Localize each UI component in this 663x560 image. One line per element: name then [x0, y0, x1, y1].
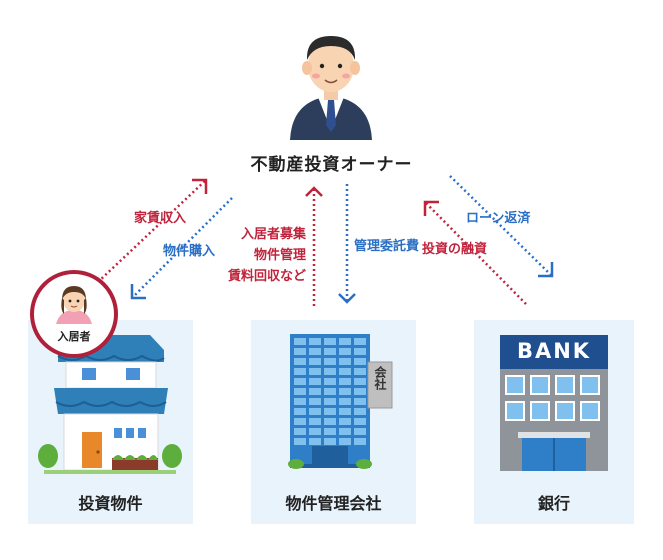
- label-property-purchase: 物件購入: [163, 244, 216, 259]
- building-sign: 会社: [368, 366, 392, 390]
- property-label: 投資物件: [78, 494, 143, 513]
- tenant-illustration: [56, 286, 92, 324]
- bank-label: 銀行: [537, 494, 570, 513]
- tenant-label: 入居者: [57, 330, 91, 343]
- label-loan-repayment: ローン返済: [466, 211, 531, 226]
- owner-title: 不動産投資オーナー: [250, 155, 413, 175]
- label-mgmt-services-1: 入居者募集: [240, 227, 306, 242]
- arrow-mgmt-fee: [338, 184, 356, 304]
- management-label: 物件管理会社: [285, 494, 382, 513]
- arrow-rent-income: [97, 178, 208, 283]
- arrow-mgmt-services: [305, 186, 323, 306]
- arrow-property-purchase: [130, 197, 233, 300]
- tenant-badge: 入居者: [30, 270, 118, 358]
- label-mgmt-services-3: 賃料回収など: [227, 269, 306, 284]
- arrow-loan-repayment: [449, 175, 554, 278]
- building-sign-text: 会社: [373, 366, 387, 390]
- bank-sign: BANK: [516, 339, 592, 363]
- label-mgmt-fee: 管理委託費: [354, 239, 420, 254]
- label-rent-income: 家賃収入: [134, 211, 187, 226]
- label-mgmt-services-2: 物件管理: [253, 248, 306, 263]
- arrow-investment-loan: [423, 200, 527, 305]
- label-investment-loan: 投資の融資: [422, 242, 488, 257]
